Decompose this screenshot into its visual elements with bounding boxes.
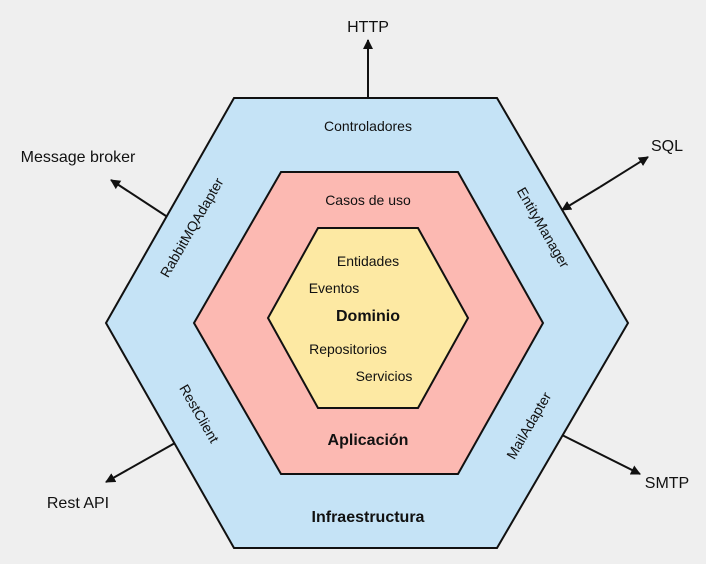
smtp-arrow — [561, 434, 641, 475]
http-label: HTTP — [347, 19, 389, 36]
rest-api-label: Rest API — [47, 495, 109, 512]
controladores-label: Controladores — [324, 118, 412, 134]
rest-api-arrow — [105, 442, 176, 483]
entidades-label: Entidades — [337, 253, 399, 269]
smtp-label: SMTP — [645, 475, 689, 492]
eventos-label: Eventos — [309, 280, 360, 296]
sql-arrow — [599, 156, 649, 188]
sql-label: SQL — [651, 138, 683, 155]
aplicacion-title: Aplicación — [328, 432, 409, 449]
casos-de-uso-label: Casos de uso — [325, 192, 411, 208]
repositorios-label: Repositorios — [309, 341, 387, 357]
dominio-hexagon — [266, 227, 470, 409]
sql-arrow-back — [561, 186, 601, 211]
infraestructura-title: Infraestructura — [312, 509, 425, 526]
message-broker-arrow — [110, 179, 167, 217]
message-broker-label: Message broker — [21, 149, 136, 166]
dominio-title: Dominio — [336, 308, 400, 325]
servicios-label: Servicios — [356, 368, 413, 384]
